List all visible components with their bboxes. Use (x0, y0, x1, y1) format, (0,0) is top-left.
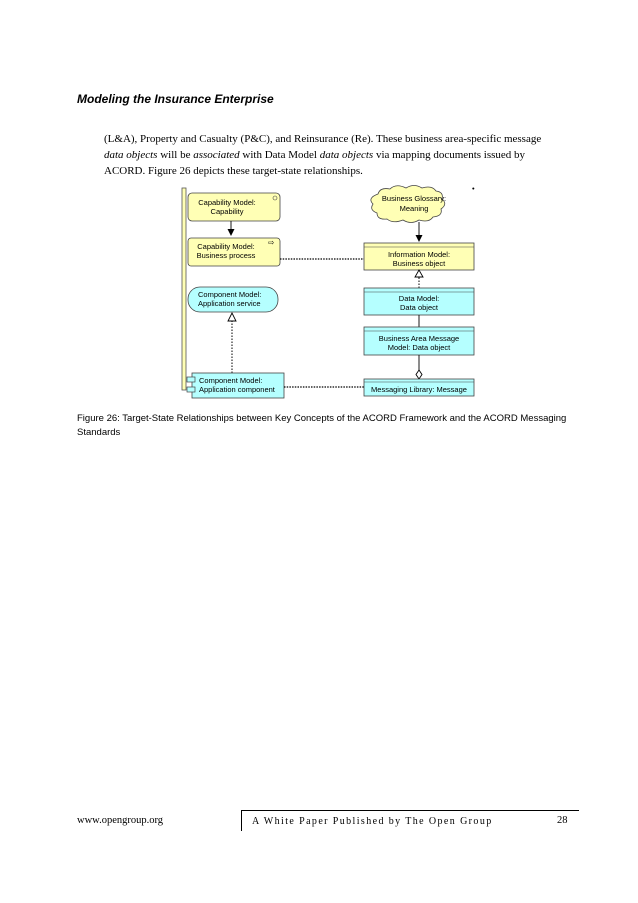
arrowhead-2 (227, 311, 237, 322)
capability-node: Capability Model: Capability (187, 192, 281, 222)
data-model-node: Data Model: Data object (363, 287, 475, 316)
business-process-label-1: Capability Model: (197, 242, 255, 251)
running-header-title: Modeling the Insurance Enterprise (77, 92, 274, 106)
figure-caption: Figure 26: Target-State Relationships be… (77, 413, 567, 438)
process-arrow-icon: ⇨ (268, 238, 275, 247)
capability-label-1: Capability Model: (198, 198, 256, 207)
body-emphasis-2: associated (193, 149, 240, 161)
component-tab-icon (186, 386, 196, 393)
grouping-bar (181, 187, 187, 391)
footer-url: www.opengroup.org (77, 815, 164, 826)
arrowhead-1 (227, 229, 235, 236)
body-text-2: will be (157, 149, 194, 161)
glossary-label-1: Business Glossary: (382, 194, 446, 203)
glossary-label-2: Meaning (400, 204, 429, 213)
aggregation-diamond (415, 369, 423, 380)
info-model-label-2: Business object (393, 259, 446, 268)
relationship-diagram: Capability Model: Capability ⇨ Capabilit… (180, 184, 480, 402)
footer-divider-vertical (241, 810, 242, 831)
arrowhead-3 (415, 235, 423, 242)
app-service-label-1: Component Model: (198, 290, 261, 299)
body-text-3: with Data Model (239, 149, 320, 161)
application-component-node: Component Model: Application component (186, 372, 285, 399)
data-model-label-1: Data Model: (399, 294, 439, 303)
footer-divider-horizontal (241, 810, 579, 811)
body-paragraph: (L&A), Property and Casualty (P&C), and … (104, 131, 544, 179)
messaging-library-node: Messaging Library: Message (363, 378, 475, 397)
capability-label-2: Capability (211, 207, 244, 216)
component-tab-icon (186, 376, 196, 383)
business-area-message-node: Business Area Message Model: Data object (363, 326, 475, 356)
business-glossary-node: Business Glossary: Meaning (370, 185, 446, 223)
footer-publisher: A White Paper Published by The Open Grou… (252, 816, 493, 827)
business-process-node: ⇨ Capability Model: Business process (187, 237, 281, 267)
app-component-label-2: Application component (199, 385, 276, 394)
body-text-1: (L&A), Property and Casualty (P&C), and … (104, 133, 542, 145)
info-model-label-1: Information Model: (388, 250, 450, 259)
app-service-label-2: Application service (198, 299, 261, 308)
capability-icon (272, 195, 278, 201)
app-component-label-1: Component Model: (199, 376, 262, 385)
data-model-label-2: Data object (400, 303, 439, 312)
bam-label-2: Model: Data object (388, 343, 451, 352)
bam-label-1: Business Area Message (379, 334, 459, 343)
business-process-label-2: Business process (197, 251, 256, 260)
diagram-canvas: Capability Model: Capability ⇨ Capabilit… (181, 184, 475, 399)
information-model-node: Information Model: Business object (363, 242, 475, 271)
body-emphasis-3: data objects (319, 149, 374, 161)
application-service-node: Component Model: Application service (187, 286, 279, 313)
arrowhead-4 (414, 269, 424, 278)
messaging-library-label: Messaging Library: Message (371, 385, 467, 394)
body-emphasis-1: data objects (104, 149, 158, 161)
page-number: 28 (557, 815, 568, 826)
body-text-4: via mapping documents issued by ACORD. F… (104, 149, 526, 177)
diagram-corner-mark: • (472, 184, 475, 193)
